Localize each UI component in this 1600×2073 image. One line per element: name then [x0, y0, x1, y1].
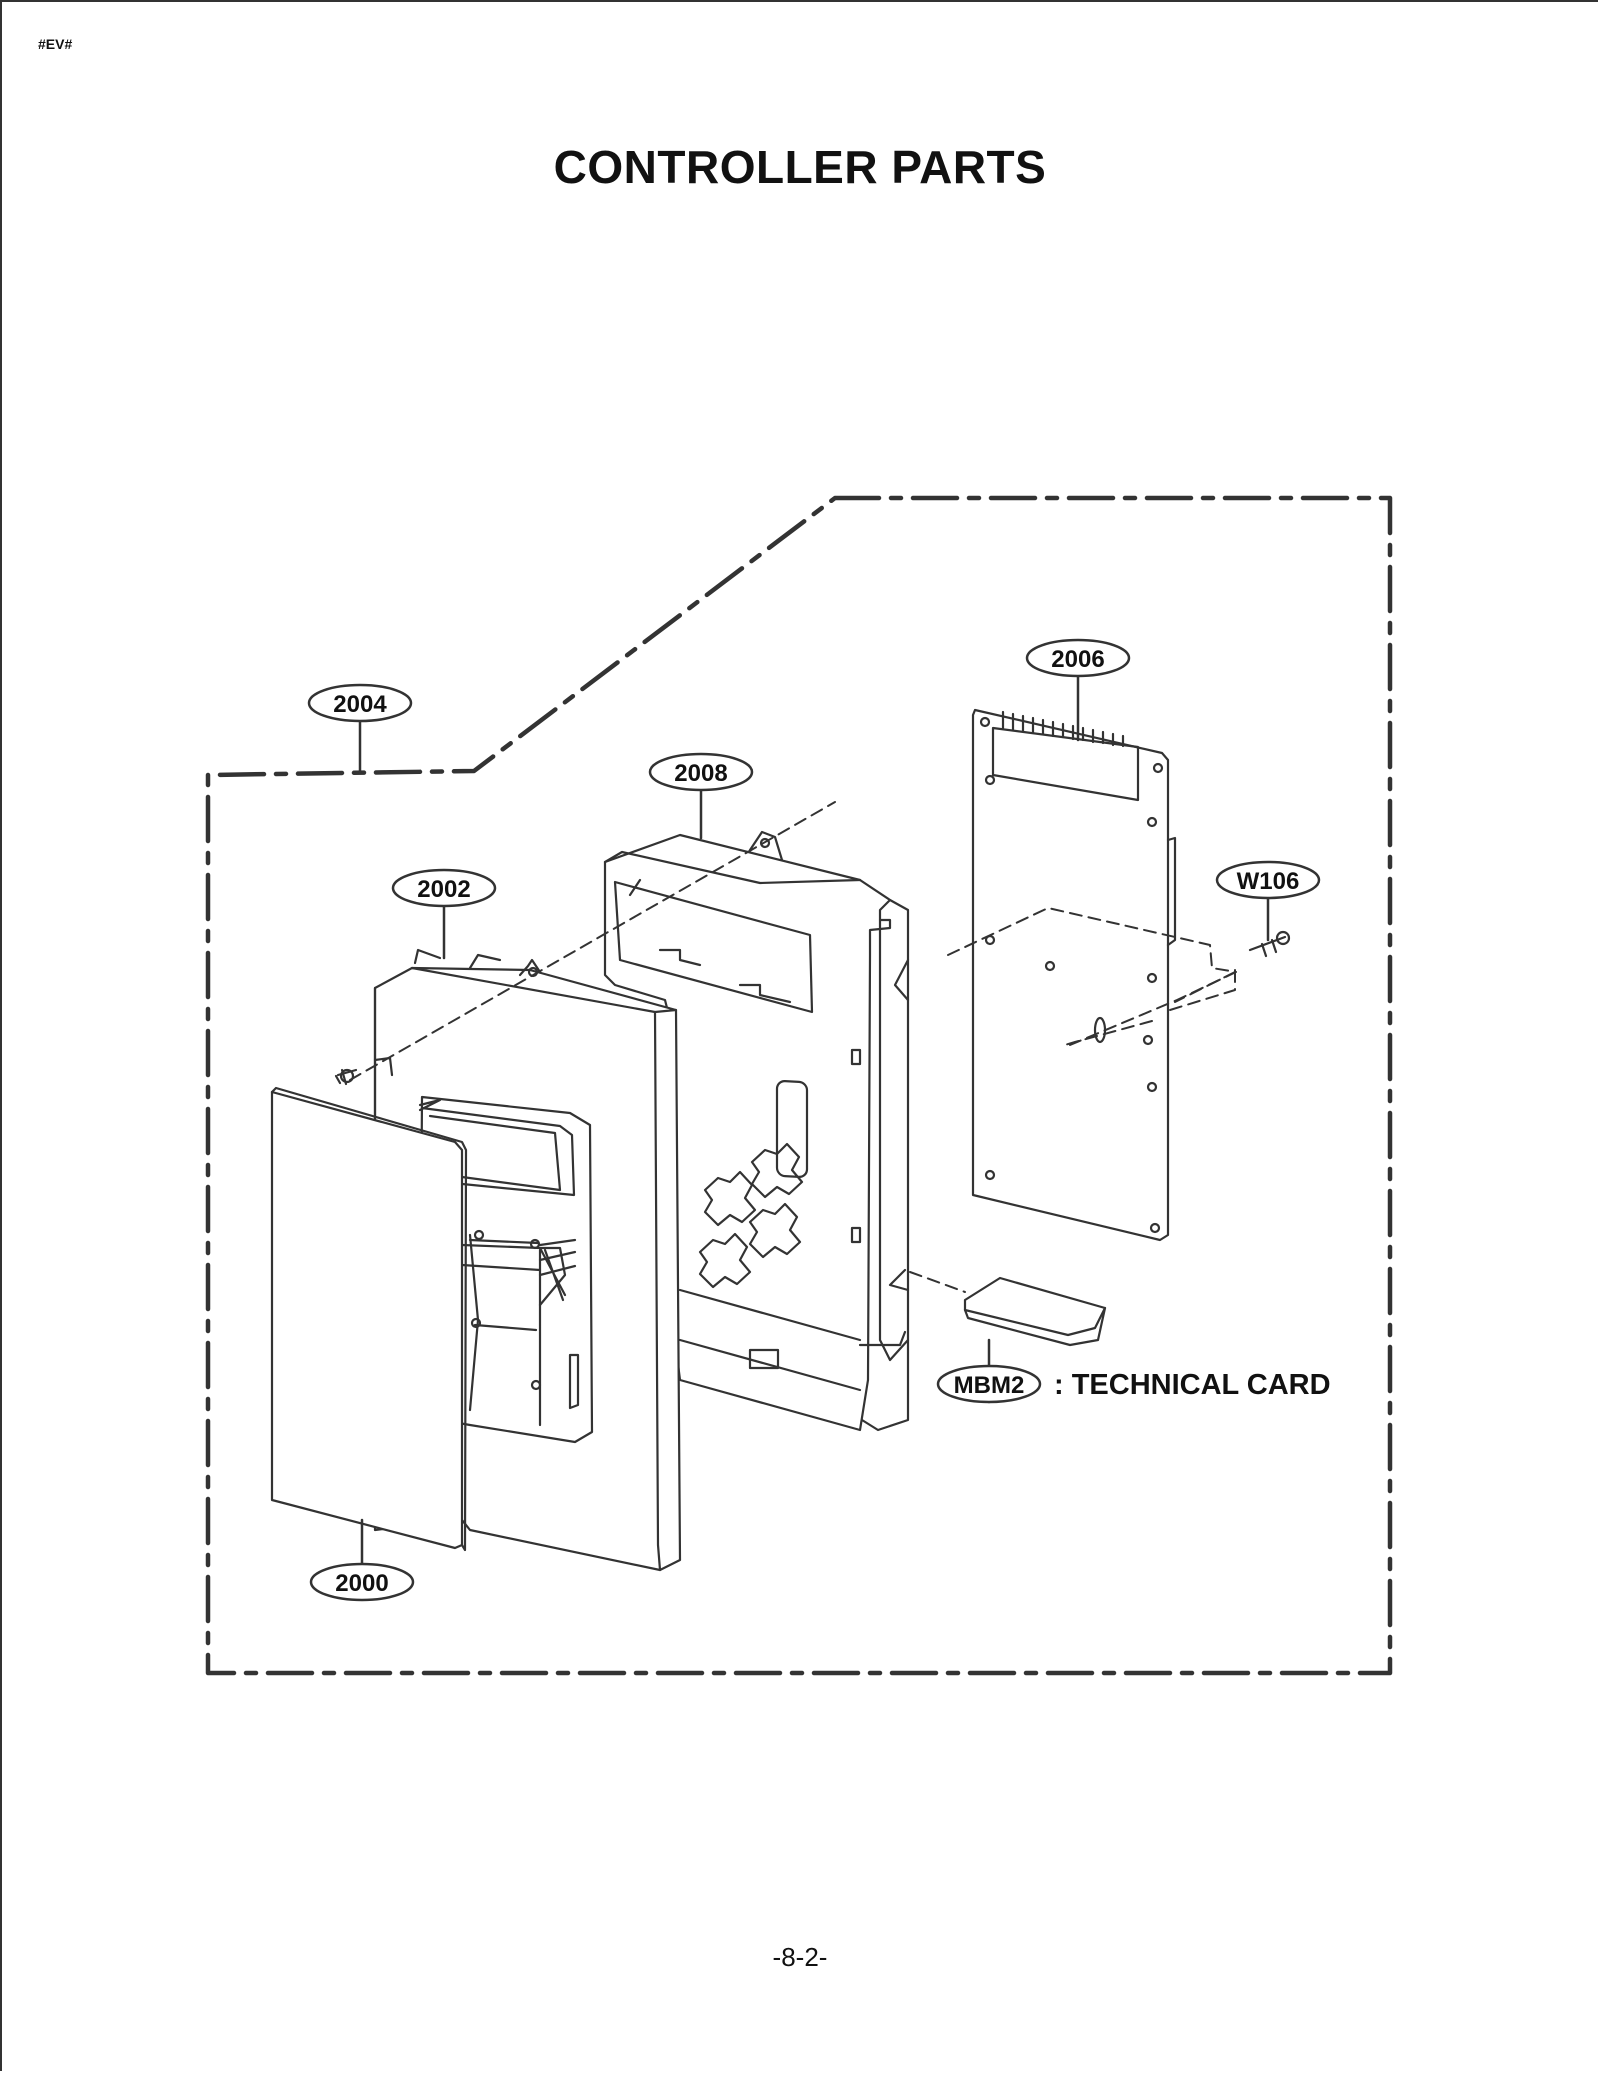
- callout-2004-oval: [307, 683, 413, 723]
- callout-2008: 2008: [674, 760, 727, 787]
- callout-2006: 2006: [1051, 646, 1104, 673]
- corner-mark: #EV#: [38, 36, 73, 52]
- part-w106-screw: [1248, 930, 1291, 958]
- callout-2000-oval: [309, 1562, 415, 1602]
- callout-2002-oval: [391, 868, 497, 908]
- technical-card-note: : TECHNICAL CARD: [1054, 1369, 1331, 1401]
- callout-mbm2: MBM2: [954, 1372, 1025, 1399]
- callout-2006-oval: [1025, 638, 1131, 678]
- part-2006-pcb: [971, 708, 1177, 1242]
- callout-2004: 2004: [333, 691, 387, 718]
- part-2000-panel: [270, 1086, 468, 1552]
- page-number: -8-2-: [772, 1942, 828, 1972]
- callout-ellipses: [307, 638, 1321, 1602]
- callout-mbm2-oval: [936, 1364, 1042, 1404]
- callout-w106: W106: [1237, 868, 1300, 895]
- callout-2008-oval: [648, 752, 754, 792]
- alignment-lines: [349, 801, 1237, 1293]
- assembly-boundary: [205, 495, 1393, 1676]
- callout-2002: 2002: [417, 876, 470, 903]
- page-title: CONTROLLER PARTS: [553, 141, 1047, 193]
- callout-w106-oval: [1215, 860, 1321, 900]
- part-mbm2-card: [963, 1276, 1107, 1347]
- callout-2000: 2000: [335, 1570, 388, 1597]
